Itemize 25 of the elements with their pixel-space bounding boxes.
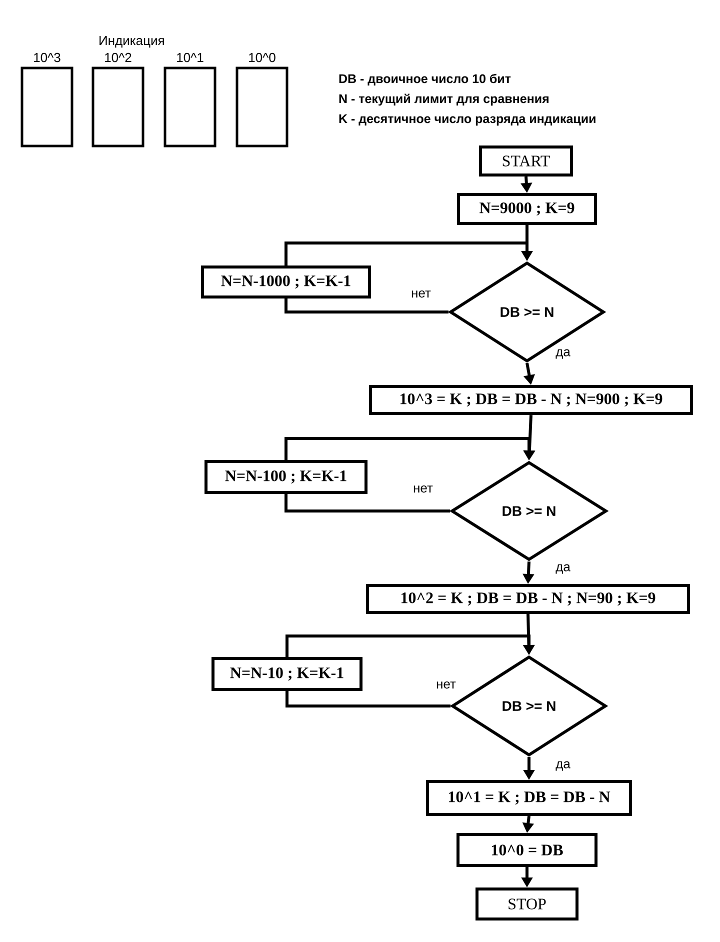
indicator-label: 10^3 — [34, 52, 60, 62]
edge-label: да — [554, 563, 572, 575]
indicator-label: 10^2 — [105, 52, 132, 62]
edge-label: да — [554, 760, 572, 772]
indicator-label: 10^1 — [177, 52, 204, 62]
process-box: 10^0 = DB — [456, 833, 598, 867]
process-box: 10^3 = K ; DB = DB - N ; N=900 ; K=9 — [369, 385, 693, 415]
arrow — [286, 634, 535, 657]
process-box: N=N-1000 ; K=K-1 — [201, 266, 371, 298]
legend-text: DB - двоичное число 10 бит — [339, 74, 511, 86]
edge-label: нет — [410, 289, 432, 299]
legend-text: N - текущий лимит для сравнения — [339, 94, 548, 106]
process-box: 10^2 = K ; DB = DB - N ; N=90 ; K=9 — [366, 584, 690, 614]
process-box: 10^1 = K ; DB = DB - N — [426, 780, 632, 816]
legend-text: K - десятичное число разряда индикации — [339, 114, 596, 126]
process-box: N=N-10 ; K=K-1 — [212, 657, 362, 691]
edge-label: нет — [412, 484, 434, 494]
arrow — [284, 242, 533, 266]
indicator-label: 10^0 — [249, 52, 276, 62]
caption-text: Индикация — [100, 36, 164, 48]
process-box: N=9000 ; K=9 — [457, 193, 597, 225]
process-box: N=N-100 ; K=K-1 — [204, 460, 368, 494]
edge-label: да — [554, 348, 572, 360]
terminal-box: START — [479, 146, 573, 176]
terminal-box: STOP — [476, 888, 578, 920]
